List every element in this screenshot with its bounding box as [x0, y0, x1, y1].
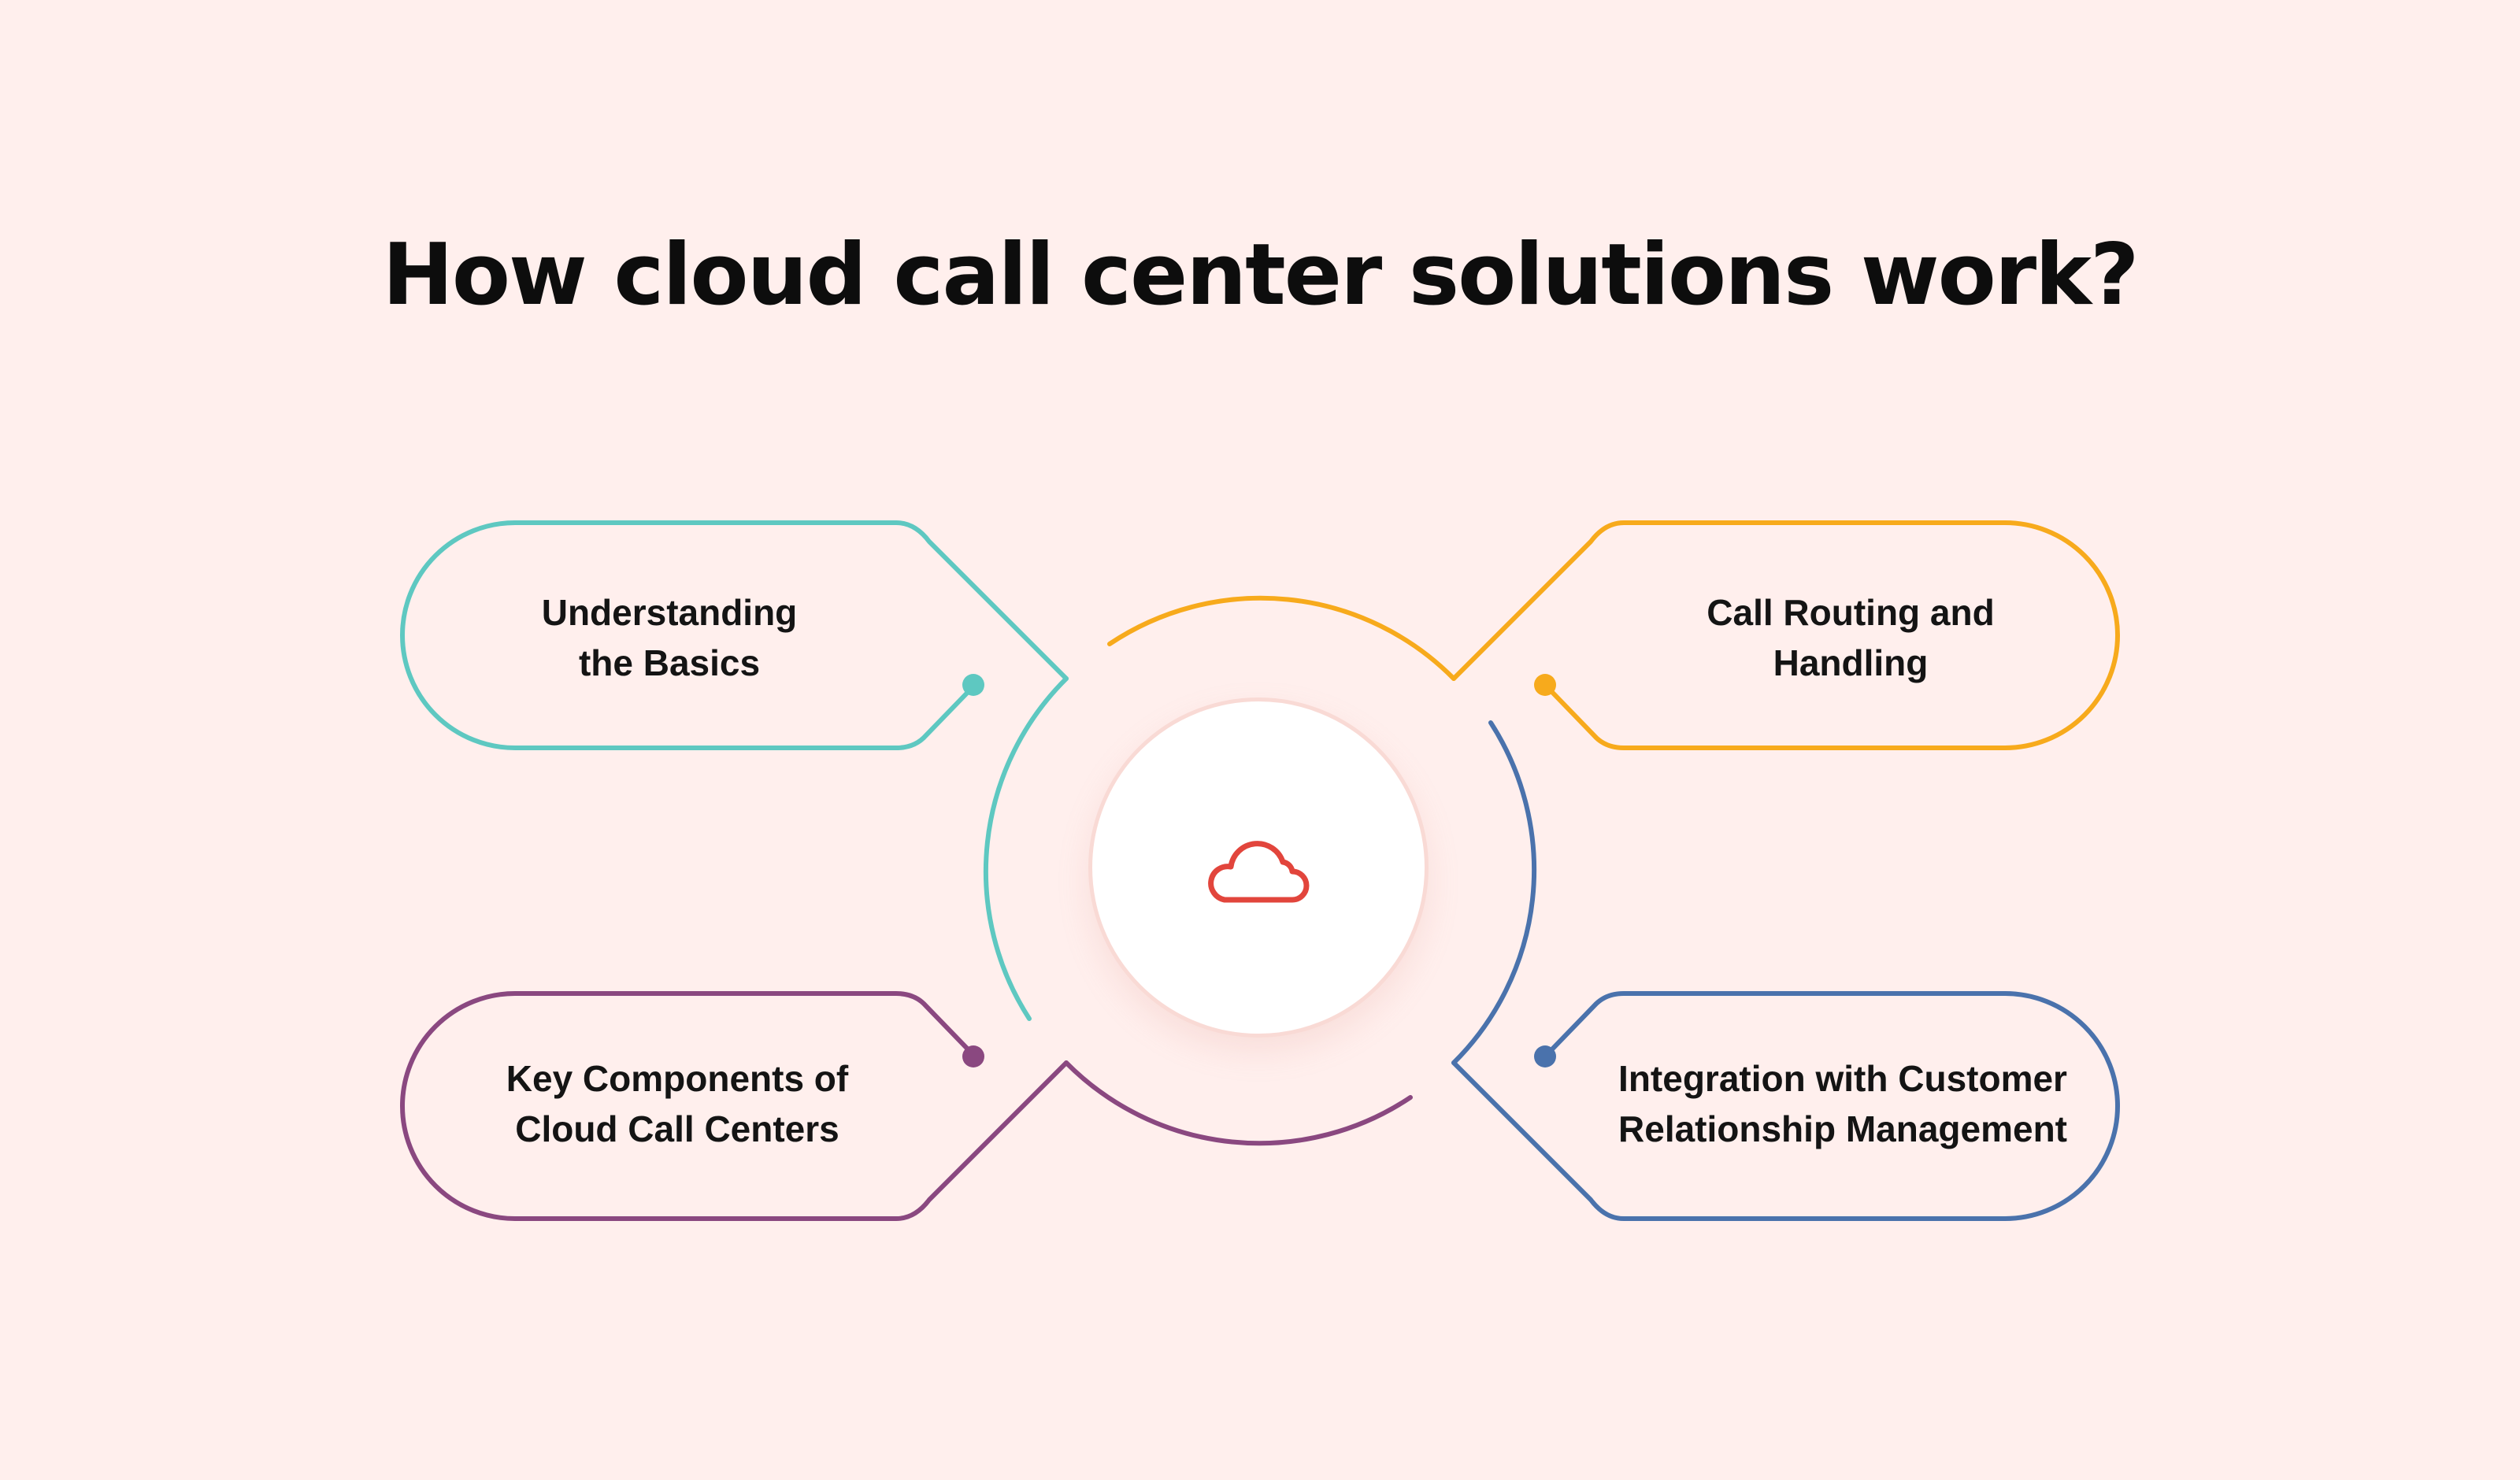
- connector-dot-crm-integration: [1534, 1045, 1556, 1067]
- node-outline-crm-integration: [1451, 720, 2120, 1221]
- connector-dot-key-components: [962, 1045, 984, 1067]
- center-hub: [1088, 697, 1429, 1038]
- connector-dot-call-routing: [1534, 674, 1556, 696]
- node-label-key-components: Key Components of Cloud Call Centers: [506, 1058, 849, 1149]
- page-title: How cloud call center solutions work?: [382, 226, 2139, 324]
- connector-dot-understanding-basics: [962, 674, 984, 696]
- node-outline-key-components: [400, 991, 1413, 1221]
- node-outline-call-routing: [1107, 520, 2120, 750]
- node-label-crm-integration: Integration with Customer Relationship M…: [1618, 1058, 2067, 1149]
- node-label-understanding-basics: Understanding the Basics: [541, 592, 798, 683]
- cloud-icon: [1208, 841, 1310, 903]
- node-label-call-routing: Call Routing and Handling: [1707, 592, 1995, 683]
- node-outline-understanding-basics: [400, 520, 1069, 1021]
